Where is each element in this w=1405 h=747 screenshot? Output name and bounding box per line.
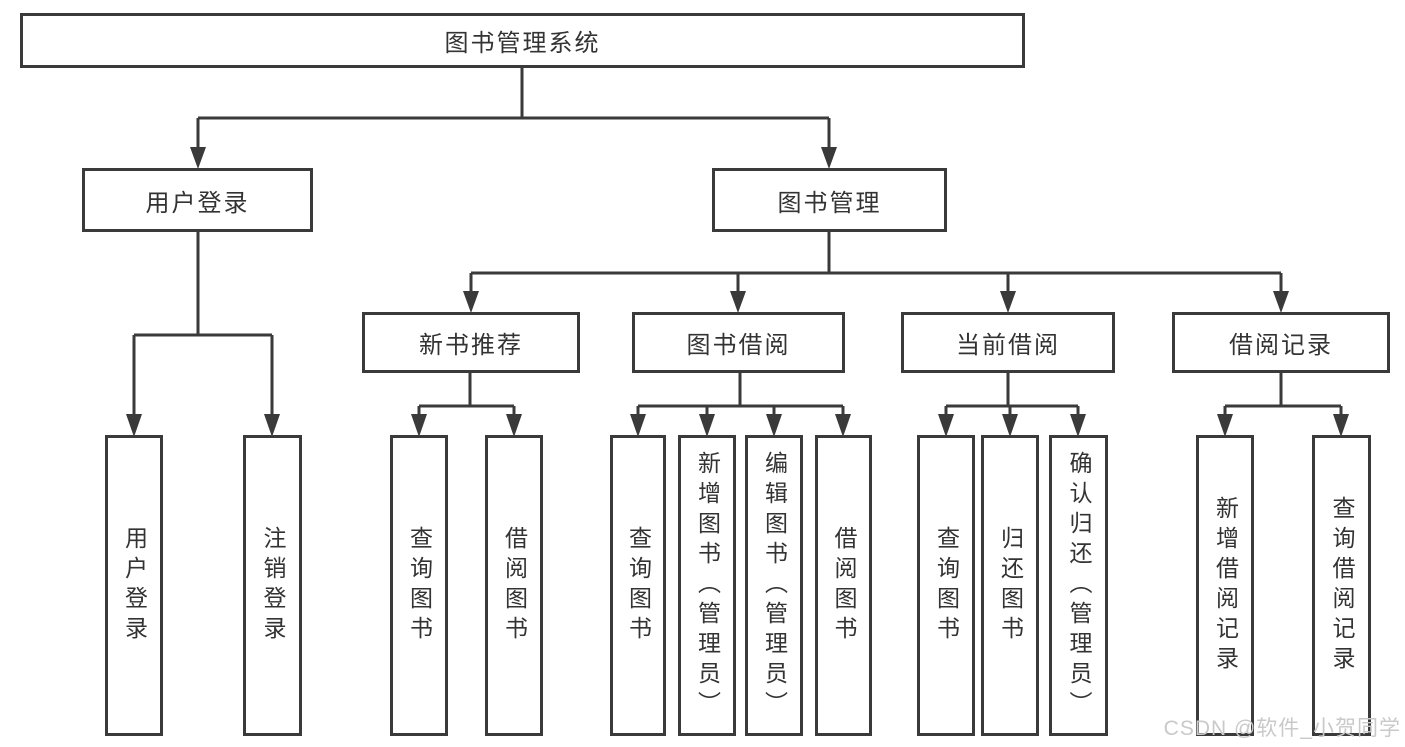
leaf-current-query-books-label: 查询图书 [933,525,960,646]
leaf-confirm-return-admin-label: 确认归还（管理员） [1066,450,1092,721]
leaf-borrow-books-label: 借阅图书 [831,525,857,646]
node-book-management: 图书管理 [712,168,947,232]
leaf-return-books-label: 归还图书 [997,525,1024,646]
node-book-borrowing: 图书借阅 [632,312,845,373]
leaf-return-books: 归还图书 [981,435,1039,736]
leaf-add-books-admin-label: 新增图书（管理员） [694,450,721,721]
leaf-borrow-query-books: 查询图书 [610,435,666,736]
node-borrowing-records: 借阅记录 [1172,312,1390,373]
leaf-add-borrow-record: 新增借阅记录 [1196,435,1254,736]
leaf-query-borrow-record-label: 查询借阅记录 [1329,495,1355,676]
leaf-add-borrow-record-label: 新增借阅记录 [1212,495,1239,676]
leaf-recommend-borrow-books-label: 借阅图书 [501,525,528,646]
csdn-watermark: CSDN @软件_小贺同学 [1163,717,1401,740]
arrowhead-markers [126,147,1349,437]
leaf-recommend-query-books-label: 查询图书 [406,525,433,646]
leaf-recommend-query-books: 查询图书 [390,435,448,736]
node-new-book-recommendation: 新书推荐 [362,312,580,373]
leaf-recommend-borrow-books: 借阅图书 [485,435,543,736]
leaf-logout: 注销登录 [243,435,302,736]
leaf-add-books-admin: 新增图书（管理员） [678,435,736,736]
leaf-user-login-label: 用户登录 [121,525,148,646]
node-library-system: 图书管理系统 [20,13,1025,68]
node-user-login: 用户登录 [82,168,313,232]
node-current-borrowing: 当前借阅 [901,312,1115,373]
connector-path [132,68,1343,418]
leaf-edit-books-admin: 编辑图书（管理员） [745,435,803,736]
leaf-user-login: 用户登录 [105,435,163,736]
leaf-confirm-return-admin: 确认归还（管理员） [1049,435,1108,736]
leaf-current-query-books: 查询图书 [917,435,975,736]
leaf-logout-label: 注销登录 [260,525,286,646]
leaf-borrow-books: 借阅图书 [815,435,872,736]
leaf-edit-books-admin-label: 编辑图书（管理员） [761,450,788,721]
leaf-query-borrow-record: 查询借阅记录 [1312,435,1371,736]
leaf-borrow-query-books-label: 查询图书 [625,525,652,646]
